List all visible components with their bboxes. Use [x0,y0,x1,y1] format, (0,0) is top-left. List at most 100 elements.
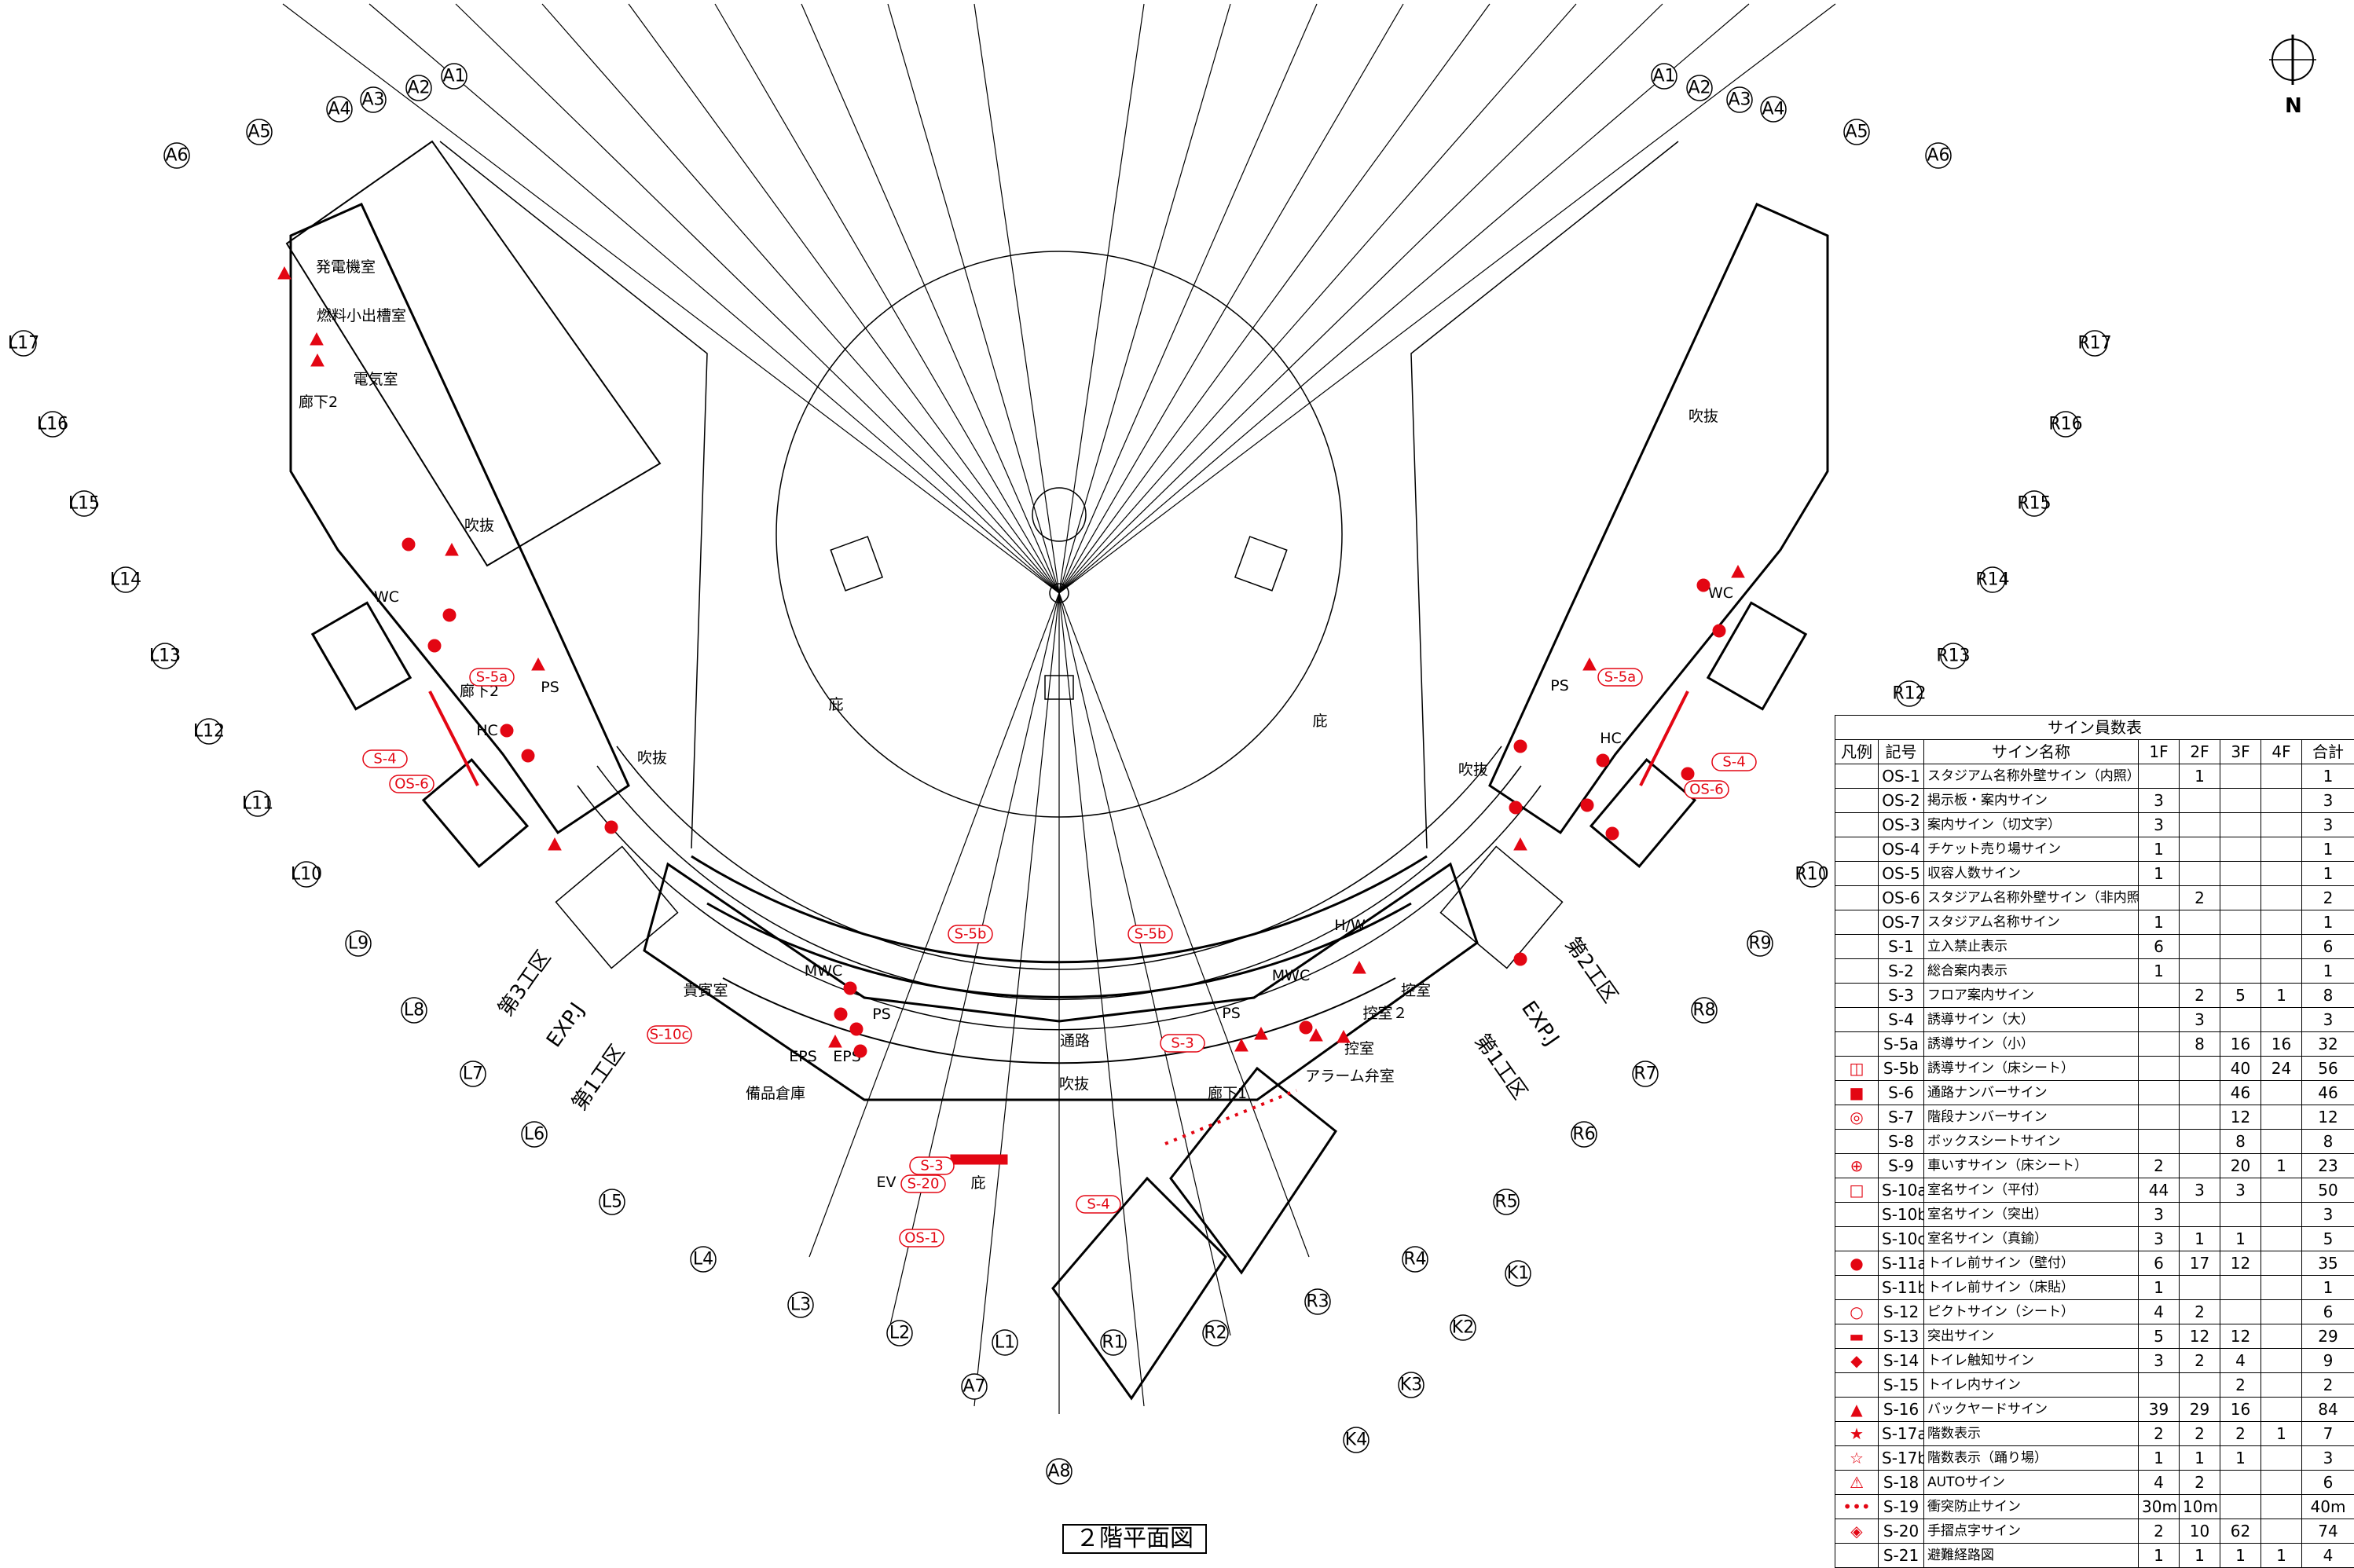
table-cell-f4 [2261,789,2302,813]
sign-marker [850,1023,863,1035]
grid-bubble: L2 [887,1321,912,1346]
table-cell-f3: 16 [2220,1398,2261,1422]
sign-marker [1606,827,1619,840]
table-cell-name: フロア案内サイン [1924,984,2139,1008]
sign-tag-label: S-5a [1604,669,1636,686]
sign-tag: S-4 [363,750,407,768]
sign-tag-label: OS-1 [904,1230,939,1247]
grid-bubble-label: R1 [1102,1333,1124,1353]
sign-marker [1310,1029,1322,1041]
legend-cell [1835,789,1879,813]
sign-tag: OS-6 [390,775,434,793]
table-cell-name: AUTOサイン [1924,1471,2139,1495]
grid-bubbles: L17L16L15L14L13L12L11L10L9L8L7L6L5L4L3L2… [8,64,2112,1484]
table-cell-name: 突出サイン [1924,1324,2139,1349]
table-cell-name: 掲示板・案内サイン [1924,789,2139,813]
legend-cell [1835,1227,1879,1251]
table-cell-total: 1 [2302,837,2354,862]
table-header-cell: サイン名称 [1924,740,2139,764]
table-cell-f4 [2261,1324,2302,1349]
legend-cell [1835,959,1879,984]
table-cell-name: 室名サイン（平付） [1924,1178,2139,1203]
table-cell-f3 [2220,837,2261,862]
legend-cell [1835,984,1879,1008]
sign-marker [829,1035,842,1047]
sign-tag-label: S-3 [1171,1035,1194,1052]
radial-line [1059,4,1835,593]
table-cell-name: トイレ前サイン（壁付） [1924,1251,2139,1276]
table-cell-f2 [2180,1276,2220,1300]
room-label-hw: H/W [1334,917,1366,934]
sign-tag: S-10c [647,1026,691,1043]
grid-bubble: A6 [1926,143,1951,168]
grid-bubble: L12 [193,719,225,744]
table-cell-f2 [2180,813,2220,837]
table-cell-f2 [2180,935,2220,959]
table-cell-f1: 30m [2139,1495,2180,1519]
table-cell-f1: 1 [2139,959,2180,984]
table-cell-total: 2 [2302,886,2354,910]
table-cell-f4 [2261,862,2302,886]
table-cell-f3 [2220,1471,2261,1495]
room-label-generator: 発電機室 [316,258,376,276]
table-cell-f3: 16 [2220,1032,2261,1057]
table-cell-f3: 40 [2220,1057,2261,1081]
table-cell-code: OS-5 [1879,862,1924,886]
grid-bubble-label: L17 [8,334,39,354]
sign-marker [532,658,544,670]
table-cell-total: 1 [2302,910,2354,935]
grid-bubble-label: L16 [37,415,68,434]
room-label-corridor_r: 廊下1 [1208,1085,1247,1102]
sign-marker [844,982,856,995]
table-cell-name: 車いすサイン（床シート） [1924,1154,2139,1178]
filled-star-icon: ★ [1835,1422,1879,1446]
grid-bubble-label: R9 [1748,934,1771,954]
filled-circle-icon: ● [1835,1251,1879,1276]
table-cell-code: OS-2 [1879,789,1924,813]
radial-line [369,4,1059,593]
table-cell-f2 [2180,1373,2220,1398]
table-cell-name: 収容人数サイン [1924,862,2139,886]
sign-tag: S-3 [910,1157,954,1174]
grid-bubble: L14 [110,567,141,592]
table-cell-f2 [2180,1057,2220,1081]
right-stair-block [1708,603,1806,709]
grid-bubble: R10 [1795,862,1828,887]
table-cell-total: 40m [2302,1495,2354,1519]
table-cell-f2: 2 [2180,1349,2220,1373]
open-star-icon: ☆ [1835,1446,1879,1471]
grid-bubble: L11 [242,791,273,816]
sign-tag: S-3 [1160,1035,1204,1052]
table-cell-code: S-19 [1879,1495,1924,1519]
table-cell-code: OS-3 [1879,813,1924,837]
table-cell-f4 [2261,1373,2302,1398]
grid-bubble-label: L8 [404,1001,424,1020]
grid-bubble-label: A5 [1845,123,1868,142]
table-cell-code: S-15 [1879,1373,1924,1398]
grid-bubble-label: A4 [328,100,350,119]
table-cell-f1: 4 [2139,1300,2180,1324]
table-cell-code: S-21 [1879,1544,1924,1568]
grid-bubble: A1 [442,64,467,89]
table-cell-f1 [2139,1008,2180,1032]
grid-bubble: R4 [1402,1247,1428,1272]
table-cell-code: S-10a [1879,1178,1924,1203]
table-cell-total: 5 [2302,1227,2354,1251]
table-cell-f3: 46 [2220,1081,2261,1105]
room-label-passage: 通路 [1060,1032,1090,1050]
grid-bubble: A6 [164,143,189,168]
sign-tag-label: S-5b [1135,926,1167,943]
table-cell-total: 2 [2302,1373,2354,1398]
legend-cell [1835,935,1879,959]
table-cell-f3 [2220,813,2261,837]
table-cell-total: 6 [2302,1300,2354,1324]
sign-line [1641,691,1688,786]
table-cell-f4: 1 [2261,1154,2302,1178]
room-label-hc_l: HC [476,722,498,739]
